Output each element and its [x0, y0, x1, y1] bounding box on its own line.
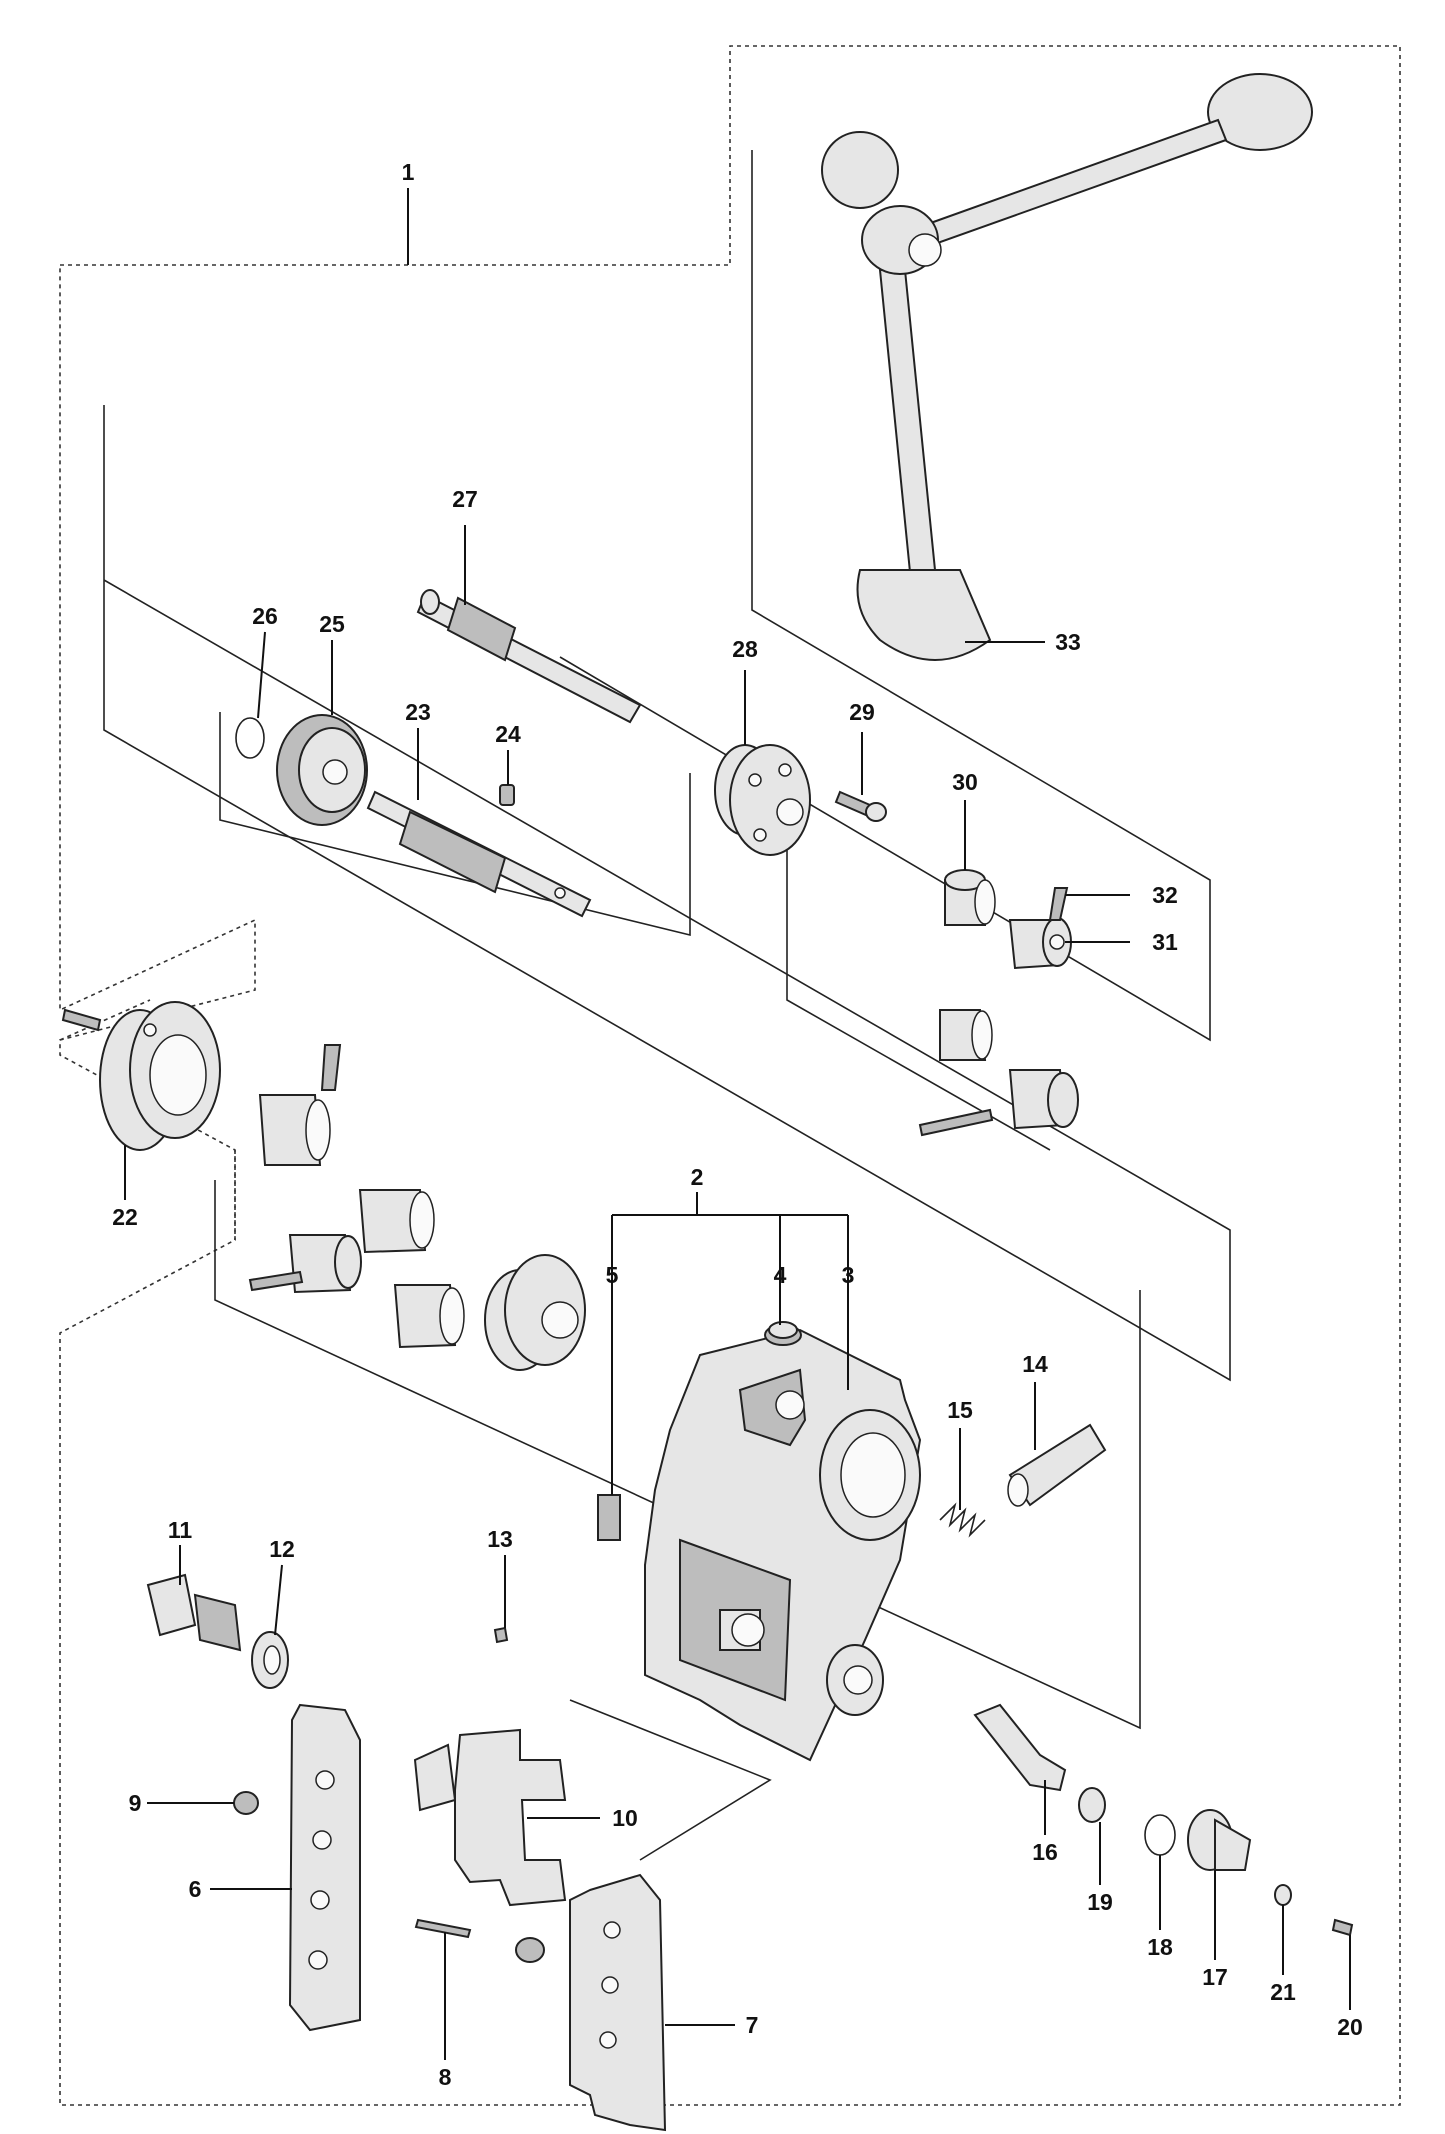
callout-5: 5 [606, 1262, 619, 1288]
callout-28: 28 [732, 636, 758, 662]
callout-30: 30 [952, 769, 978, 795]
callout-22: 22 [112, 1204, 138, 1230]
plunger-part-14 [1007, 1423, 1107, 1507]
callout-31: 31 [1152, 929, 1178, 955]
assembly-boundary [59, 45, 1401, 2106]
callout-9: 9 [129, 1790, 142, 1816]
callout-7: 7 [746, 2012, 759, 2038]
leader-lines [124, 188, 1351, 2060]
handle-part-33 [821, 73, 1313, 661]
callout-20: 20 [1337, 2014, 1363, 2040]
callout-14: 14 [1022, 1351, 1048, 1377]
callout-27: 27 [452, 486, 478, 512]
sub-boundary-22 [59, 999, 236, 1240]
callout-2: 2 [691, 1164, 704, 1190]
shaft-part-23 [366, 790, 592, 918]
screw-part-20 [1331, 1918, 1354, 1937]
callout-4: 4 [774, 1262, 787, 1288]
bushing-lower [918, 1009, 1079, 1137]
callout-19: 19 [1087, 1889, 1113, 1915]
ring-part-22 [61, 1001, 221, 1151]
callout-10: 10 [612, 1805, 638, 1831]
callout-32: 32 [1152, 882, 1178, 908]
bushing-part-30 [944, 869, 996, 926]
collar-part-31 [1008, 917, 1072, 970]
flange-part-28 [714, 744, 811, 856]
washer-part-12 [251, 1631, 289, 1689]
screw-lower [515, 1937, 545, 1963]
ring-part-26 [235, 717, 265, 759]
shaft-part-16 [973, 1703, 1067, 1792]
callout-8: 8 [439, 2064, 452, 2090]
plate-part-6 [288, 1703, 361, 2032]
grommet-part-4 [764, 1321, 802, 1346]
callout-3: 3 [842, 1262, 855, 1288]
housing-part-3 [644, 1328, 922, 1762]
callout-21: 21 [1270, 1979, 1296, 2005]
screw-part-29 [834, 790, 887, 822]
plate-frame [569, 1699, 772, 1861]
callout-15: 15 [947, 1397, 973, 1423]
callout-29: 29 [849, 699, 875, 725]
washer-part-19 [1078, 1787, 1106, 1823]
washer-part-21 [1274, 1884, 1292, 1906]
fitting-part-11 [146, 1573, 242, 1652]
callout-33: 33 [1055, 629, 1081, 655]
callout-25: 25 [319, 611, 345, 637]
callout-11: 11 [168, 1517, 193, 1543]
gear-part-25 [276, 714, 368, 826]
callout-17: 17 [1202, 1964, 1228, 1990]
block-part-10 [413, 1728, 567, 1907]
pin-part-8 [414, 1918, 472, 1939]
callout-13: 13 [487, 1526, 513, 1552]
callout-12: 12 [269, 1536, 295, 1562]
block-part-5 [597, 1494, 621, 1541]
callout-6: 6 [189, 1876, 202, 1902]
shaft-part-27 [416, 589, 642, 724]
left-bushings [248, 1044, 586, 1371]
screw-part-9 [233, 1791, 259, 1815]
callout-26: 26 [252, 603, 278, 629]
pin-part-32 [1048, 887, 1069, 921]
callout-1: 1 [402, 159, 415, 185]
gear-frame [219, 712, 691, 937]
bushing-frame [786, 785, 1051, 1151]
callout-24: 24 [495, 721, 521, 747]
pin-part-13 [493, 1626, 509, 1644]
ring-part-18 [1144, 1814, 1176, 1856]
callout-23: 23 [405, 699, 431, 725]
spring-part-15 [939, 1502, 986, 1538]
callout-18: 18 [1147, 1934, 1173, 1960]
plate-part-7 [569, 1873, 667, 2132]
key-part-24 [499, 784, 515, 806]
knob-part-17 [1187, 1809, 1252, 1871]
callout-16: 16 [1032, 1839, 1058, 1865]
shaft-frame [103, 405, 1231, 1382]
